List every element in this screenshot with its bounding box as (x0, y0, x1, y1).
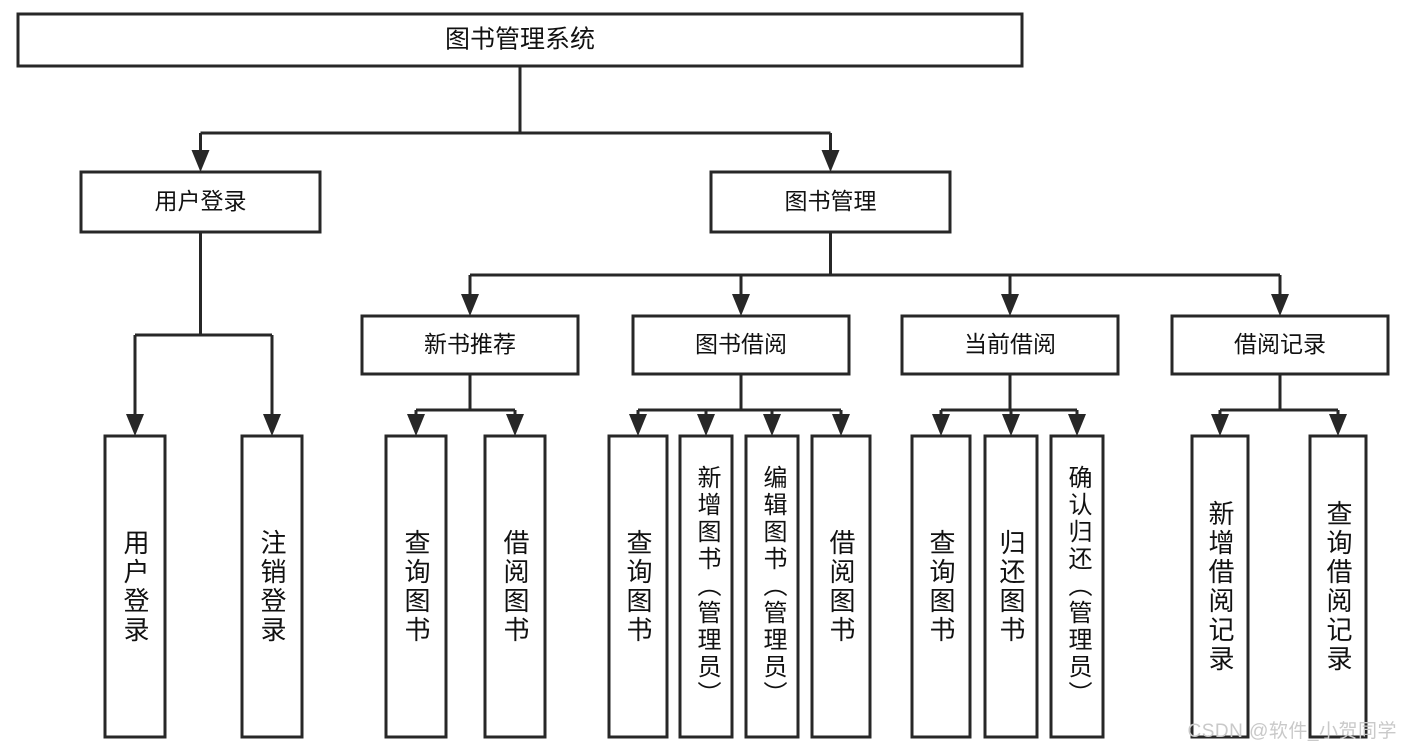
node-leaf-confirm-return[interactable] (1049, 434, 1105, 739)
node-label: 图书管理 (785, 188, 877, 214)
node-box[interactable] (1190, 434, 1250, 739)
node-box[interactable] (810, 434, 872, 739)
node-box[interactable] (607, 434, 669, 739)
node-label: 用户登录 (155, 188, 247, 214)
arrow-head-icon (732, 294, 750, 316)
node-box[interactable] (910, 434, 972, 739)
node-box[interactable] (1308, 434, 1368, 739)
node-box[interactable] (678, 434, 734, 739)
edge-group-root (191, 66, 840, 172)
edge-group-new-book-rec (407, 374, 524, 436)
node-label: 新书推荐 (424, 331, 516, 357)
arrow-head-icon (1329, 414, 1347, 436)
arrow-head-icon (506, 414, 524, 436)
node-root[interactable]: 图书管理系统 (16, 12, 1024, 68)
arrow-head-icon (191, 150, 210, 172)
node-box[interactable] (240, 434, 304, 739)
node-leaf-query-book-2[interactable] (607, 434, 669, 739)
node-leaf-query-record[interactable] (1308, 434, 1368, 739)
node-new-book-rec[interactable]: 新书推荐 (360, 314, 580, 376)
arrow-head-icon (763, 414, 781, 436)
node-box[interactable] (983, 434, 1039, 739)
node-box[interactable] (744, 434, 800, 739)
node-box[interactable] (900, 314, 1120, 376)
node-box[interactable] (709, 170, 952, 234)
csdn-watermark: CSDN @软件_小贺同学 (1187, 721, 1397, 742)
node-leaf-user-login[interactable] (103, 434, 167, 739)
node-label: 当前借阅 (964, 331, 1056, 357)
arrow-head-icon (629, 414, 647, 436)
node-leaf-query-book-3[interactable] (910, 434, 972, 739)
node-label: 借阅记录 (1234, 331, 1326, 357)
arrow-head-icon (832, 414, 850, 436)
node-leaf-edit-book[interactable] (744, 434, 800, 739)
edge-group-book-borrow (629, 374, 850, 436)
node-book-borrow[interactable]: 图书借阅 (631, 314, 851, 376)
arrow-head-icon (1068, 414, 1086, 436)
arrow-head-icon (1211, 414, 1229, 436)
node-borrow-record[interactable]: 借阅记录 (1170, 314, 1390, 376)
node-current-borrow[interactable]: 当前借阅 (900, 314, 1120, 376)
node-leaf-borrow-book-2[interactable] (810, 434, 872, 739)
node-box[interactable] (1049, 434, 1105, 739)
node-leaf-add-book[interactable] (678, 434, 734, 739)
node-box[interactable] (1170, 314, 1390, 376)
arrow-head-icon (1002, 414, 1020, 436)
arrow-head-icon (461, 294, 479, 316)
node-leaf-return-book[interactable] (983, 434, 1039, 739)
arrow-head-icon (697, 414, 715, 436)
node-leaf-query-book-1[interactable] (384, 434, 448, 739)
node-label: 图书借阅 (695, 331, 787, 357)
node-box[interactable] (483, 434, 547, 739)
node-box[interactable] (384, 434, 448, 739)
node-leaf-add-record[interactable] (1190, 434, 1250, 739)
arrow-head-icon (821, 150, 840, 172)
edge-group-book-manage (461, 232, 1289, 316)
arrow-head-icon (126, 414, 144, 436)
edge-group-current-borrow (932, 374, 1086, 436)
arrow-head-icon (1001, 294, 1019, 316)
node-box[interactable] (16, 12, 1024, 68)
node-book-manage[interactable]: 图书管理 (709, 170, 952, 234)
node-box[interactable] (79, 170, 322, 234)
edge-group-user-login (126, 232, 281, 436)
arrow-head-icon (407, 414, 425, 436)
edges-layer (126, 66, 1347, 436)
arrow-head-icon (263, 414, 281, 436)
node-leaf-logout[interactable] (240, 434, 304, 739)
node-box[interactable] (103, 434, 167, 739)
arrow-head-icon (932, 414, 950, 436)
node-box[interactable] (631, 314, 851, 376)
node-leaf-borrow-book-1[interactable] (483, 434, 547, 739)
node-box[interactable] (360, 314, 580, 376)
edge-group-borrow-record (1211, 374, 1347, 436)
node-label: 图书管理系统 (445, 26, 595, 54)
node-user-login[interactable]: 用户登录 (79, 170, 322, 234)
arrow-head-icon (1271, 294, 1289, 316)
